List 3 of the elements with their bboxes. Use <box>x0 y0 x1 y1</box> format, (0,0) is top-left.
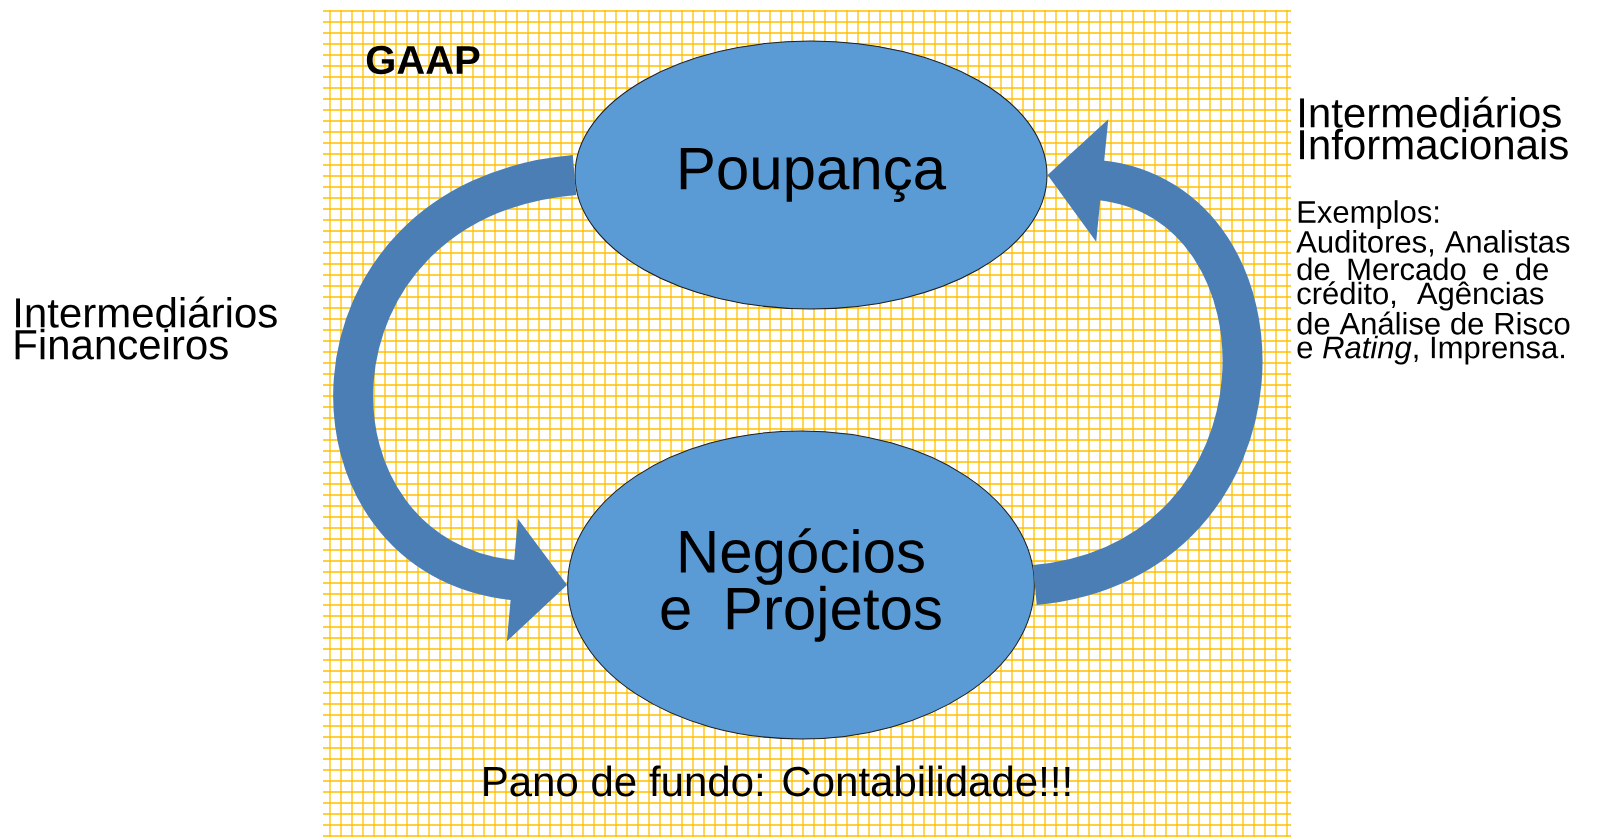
note-text: Exemplos: Auditores, Analistas de Mercado e de crédito, Agências de Análise de Risco e Rating, Imprensa. <box>1296 200 1570 365</box>
edge-label: Intermediários Financeiros <box>15 296 277 360</box>
edge-label: Intermediários Informacionais <box>1300 96 1568 160</box>
